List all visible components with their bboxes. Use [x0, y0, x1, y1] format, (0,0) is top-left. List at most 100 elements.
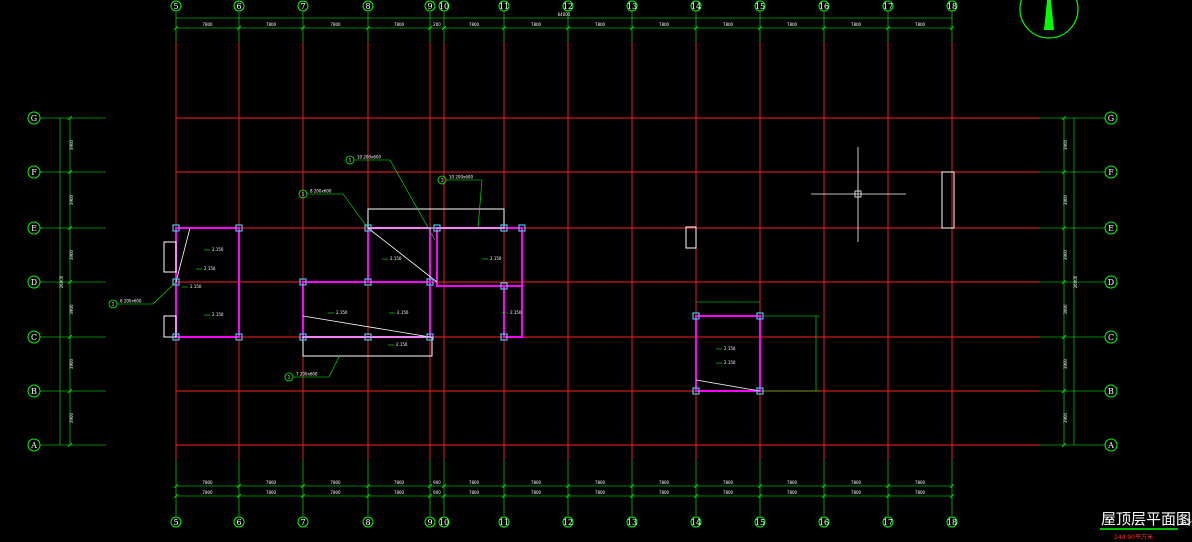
axis-label-16: 16: [819, 2, 829, 11]
bottom-span-dimension: 7800: [266, 490, 277, 495]
column-13: [433, 224, 441, 232]
axis-label-G: G: [1108, 114, 1114, 123]
axis-label-D: D: [1108, 278, 1114, 287]
callout-id: 1: [302, 192, 305, 197]
bottom-span-dimension: 7800: [202, 490, 213, 495]
column-6: [299, 278, 307, 286]
column-14: [500, 224, 508, 232]
elevation-value: 2.150: [336, 310, 348, 315]
elevation-value: 2.150: [510, 310, 522, 315]
elevation-value: 2.150: [204, 266, 216, 271]
bottom-span-dimension: 7800: [659, 480, 670, 485]
axis-bubble-16: [818, 516, 830, 528]
parapet-outline-5: [163, 241, 177, 273]
bottom-span-dimension: 7800: [330, 490, 341, 495]
elevation-value: 2.150: [396, 342, 408, 347]
roof-slope-line-3: [695, 379, 761, 392]
drawing-scale: 1:50: [1180, 518, 1192, 526]
axis-label-16: 16: [819, 518, 829, 527]
cad-crosshair-icon[interactable]: [811, 147, 906, 242]
callout-text: 10 200x600: [449, 175, 473, 180]
bottom-span-dimension: 7800: [595, 490, 606, 495]
bottom-span-dimension: 7800: [469, 480, 480, 485]
axis-bubble-13: [626, 0, 638, 12]
axis-bubble-12: [562, 516, 574, 528]
column-19: [756, 312, 764, 320]
top-span-dimension: 7800: [266, 22, 277, 27]
grid-lines: [175, 42, 1040, 460]
callout-text: 7 200x600: [296, 372, 318, 377]
bottom-span-dimension: 7800: [659, 490, 670, 495]
callout-text: 6 200x600: [120, 299, 142, 304]
callout-id: 1: [288, 375, 291, 380]
roof-area-2: [302, 281, 431, 338]
axis-bubble-8: [362, 0, 374, 12]
column-17: [500, 333, 508, 341]
column-9: [299, 333, 307, 341]
column-8: [426, 278, 434, 286]
roof-area-1: [175, 227, 240, 338]
axis-bubble-17: [882, 0, 894, 12]
axis-bubble-18: [946, 0, 958, 12]
axis-label-F: F: [1108, 168, 1114, 177]
top-span-dimension: 7800: [915, 22, 926, 27]
axis-bubble-6: [233, 0, 245, 12]
axis-label-14: 14: [691, 518, 701, 527]
axis-label-6: 6: [236, 518, 241, 527]
top-overall-dimension: 64000: [558, 12, 571, 17]
column-21: [756, 387, 764, 395]
bottom-span-dimension: 7800: [851, 490, 862, 495]
roof-area-5: [503, 285, 523, 338]
bottom-span-dimension: 7800: [469, 490, 480, 495]
axis-label-6: 6: [236, 2, 241, 11]
axis-label-18: 18: [947, 518, 957, 527]
bottom-span-dimension: 7800: [266, 480, 277, 485]
right-span-dimension: 3900: [1063, 249, 1068, 260]
top-span-dimension: 7800: [531, 22, 542, 27]
axis-bubble-12: [562, 0, 574, 12]
callout-leader: [477, 179, 483, 229]
left-span-dimension: 3900: [69, 412, 74, 423]
left-span-dimension: 3900: [69, 249, 74, 260]
callout-text: 8 200x600: [310, 189, 332, 194]
column-5: [235, 333, 243, 341]
column-12: [364, 224, 372, 232]
column-16: [500, 282, 508, 290]
bottom-span-dimension: 7800: [723, 480, 734, 485]
axis-label-8: 8: [365, 2, 370, 11]
annotations: 2.150 2.150 2.150 2.150 2.150 2.150 2.150 2.150…: [108, 155, 736, 382]
right-span-dimension: 3900: [1063, 304, 1068, 315]
top-span-dimension: 7800: [595, 22, 606, 27]
axis-label-15: 15: [755, 518, 765, 527]
bottom-span-dimension: 7800: [531, 480, 542, 485]
bottom-span-dimension: 7800: [915, 490, 926, 495]
column-18: [692, 312, 700, 320]
axis-bubble-15: [754, 516, 766, 528]
callout-leader: [389, 159, 436, 241]
top-span-dimension: 7800: [659, 22, 670, 27]
elevation-value: 2.150: [390, 256, 402, 261]
axis-label-12: 12: [563, 2, 573, 11]
axis-label-E: E: [31, 224, 37, 233]
elevation-value: 2.150: [212, 312, 224, 317]
axis-label-C: C: [1108, 333, 1114, 342]
left-span-dimension: 3900: [69, 139, 74, 150]
column-7: [364, 278, 372, 286]
axis-label-9: 9: [427, 518, 432, 527]
right-span-dimension: 3900: [1063, 139, 1068, 150]
bottom-span-dimension: 900: [433, 480, 441, 485]
elevation-value: 2.150: [490, 256, 502, 261]
axis-label-17: 17: [883, 518, 893, 527]
axis-bubble-11: [498, 516, 510, 528]
callout-leader: [152, 281, 177, 305]
axis-label-8: 8: [365, 518, 370, 527]
bottom-span-dimension: 7800: [394, 480, 405, 485]
left-span-dimension: 3900: [69, 358, 74, 369]
axis-label-D: D: [31, 278, 37, 287]
elevation-value: 2.150: [190, 284, 202, 289]
axis-bubble-6: [233, 516, 245, 528]
axis-label-E: E: [1108, 224, 1114, 233]
axis-bubble-11: [498, 0, 510, 12]
bottom-span-dimension: 900: [433, 490, 441, 495]
